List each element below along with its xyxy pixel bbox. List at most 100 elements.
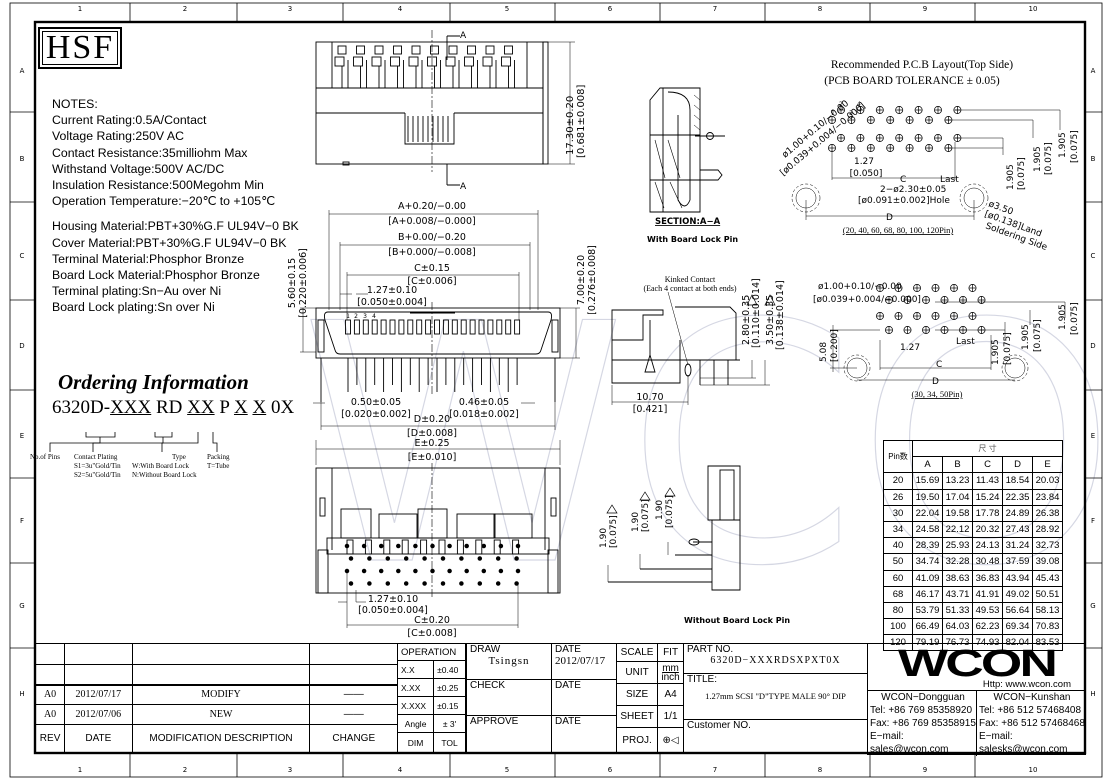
column-label: 5 <box>505 766 509 774</box>
column-label: 2 <box>183 5 187 13</box>
svg-text:[B+0.000/−0.008]: [B+0.000/−0.008] <box>388 247 475 258</box>
pin-count-cell: 26 <box>883 488 913 506</box>
svg-text:1.905: 1.905 <box>1058 304 1068 330</box>
svg-text:Last: Last <box>956 337 975 347</box>
row-label: H <box>19 690 24 698</box>
contact-slot <box>337 45 347 55</box>
dimension-cell: 49.53 <box>972 601 1003 620</box>
revision-table: A0 2012/07/17 MODIFY —— A0 2012/07/06 NE… <box>34 643 398 753</box>
column-label: 1 <box>78 766 82 774</box>
row-label: C <box>1091 252 1096 260</box>
note-item: Contact Resistance:35milliohm Max <box>52 145 248 160</box>
dimension-cell: 11.43 <box>972 472 1003 490</box>
contact <box>434 319 440 335</box>
column-label: 6 <box>608 766 613 774</box>
svg-text:D: D <box>932 377 939 387</box>
row-label: F <box>1091 517 1095 525</box>
dimension-cell: 43.94 <box>1002 569 1033 587</box>
svg-text:1.27±0.10: 1.27±0.10 <box>368 594 418 605</box>
svg-text:[D±0.008]: [D±0.008] <box>407 428 457 439</box>
column-header: C <box>972 456 1003 474</box>
row-label: E <box>20 432 24 440</box>
dimension-cell: 64.03 <box>942 618 973 636</box>
projection-icon: ⊕◁ <box>657 727 684 753</box>
contact-slot <box>393 45 402 55</box>
contact <box>362 319 369 335</box>
svg-text:Without Board Lock Pin: Without Board Lock Pin <box>684 616 790 625</box>
svg-text:[0.075]: [0.075] <box>1017 157 1027 190</box>
side-view <box>611 291 776 405</box>
svg-text:2: 2 <box>354 313 358 320</box>
svg-text:1: 1 <box>831 110 835 117</box>
row-label: D <box>19 342 24 350</box>
dimension-cell: 79.19 <box>912 634 943 652</box>
dimension-cell: 66.49 <box>912 618 943 636</box>
svg-text:[0.075]: [0.075] <box>1070 130 1080 163</box>
dimension-cell: 19.50 <box>912 488 943 506</box>
dimension-cell: 45.43 <box>1032 569 1063 587</box>
dimension-cell: 41.09 <box>912 569 943 587</box>
dimension-cell: 32.73 <box>1032 537 1063 555</box>
dimension-cell: 49.02 <box>1002 585 1033 603</box>
dimension-cell: 26.38 <box>1032 504 1063 522</box>
column-label: 8 <box>818 766 822 774</box>
pin-count-cell: 34 <box>883 520 913 539</box>
dimension-cell: 17.04 <box>942 488 973 506</box>
hsf-logo: HSF <box>38 27 122 69</box>
dimension-cell: 31.24 <box>1002 537 1033 555</box>
column-label: 10 <box>1029 766 1038 774</box>
svg-text:(PCB BOARD TOLERANCE ± 0.05): (PCB BOARD TOLERANCE ± 0.05) <box>824 75 1000 87</box>
svg-text:1.90: 1.90 <box>655 500 665 520</box>
svg-text:[0.075]: [0.075] <box>609 515 619 548</box>
svg-text:[0.020±0.002]: [0.020±0.002] <box>341 409 411 420</box>
svg-text:D: D <box>886 213 893 223</box>
front-view-labels: A+0.20/−0.00 [A+0.008/−0.000] B+0.00/−0.… <box>287 201 598 463</box>
pin-count-cell: 80 <box>883 601 913 620</box>
row-label: E <box>1091 432 1095 440</box>
contact-slot <box>485 45 495 55</box>
contact-slot <box>356 45 365 55</box>
note-item: Withstand Voltage:500V AC/DC <box>52 161 225 176</box>
svg-text:[0.421]: [0.421] <box>633 404 668 415</box>
dimension-cell: 41.91 <box>972 585 1003 603</box>
dimension-cell: 28.92 <box>1032 520 1063 539</box>
pin-count-cell: 40 <box>883 537 913 555</box>
contact <box>371 319 378 335</box>
size-header: 尺 寸 <box>912 439 1063 458</box>
front-view <box>300 210 580 465</box>
note-item: Terminal plating:Sn−Au over Ni <box>52 284 222 299</box>
dimension-cell: 24.89 <box>1002 504 1033 522</box>
dimension-cell: 22.35 <box>1002 488 1033 506</box>
pin-count-cell: 100 <box>883 618 913 636</box>
dimension-cell: 56.64 <box>1002 601 1033 620</box>
dimension-cell: 62.23 <box>972 618 1003 636</box>
note-item: Board Lock Material:Phosphor Bronze <box>52 268 260 283</box>
dimension-cell: 46.17 <box>912 585 943 603</box>
svg-text:10.70: 10.70 <box>636 392 663 403</box>
svg-text:C±0.15: C±0.15 <box>414 263 450 274</box>
column-header: D <box>1002 456 1033 474</box>
dimension-cell: 13.23 <box>942 472 973 490</box>
row-label: G <box>1090 602 1095 610</box>
dimension-cell: 38.63 <box>942 569 973 587</box>
column-label: 3 <box>288 5 292 13</box>
svg-text:3: 3 <box>363 313 367 320</box>
section-title: SECTION:A−A <box>655 217 721 227</box>
contact <box>398 319 405 335</box>
company-url[interactable]: Http: www.wcon.com <box>982 679 1071 690</box>
svg-text:2−ø2.30±0.05: 2−ø2.30±0.05 <box>880 185 946 195</box>
contact-slot <box>374 45 384 55</box>
dimension-cell: 22.12 <box>942 520 973 539</box>
contact <box>345 319 351 335</box>
svg-text:E±0.25: E±0.25 <box>414 438 449 449</box>
svg-text:7.00±0.20: 7.00±0.20 <box>576 255 587 305</box>
contact <box>505 319 512 335</box>
note-item: Current Rating:0.5A/Contact <box>52 113 207 128</box>
contact <box>451 319 458 335</box>
svg-text:[0.075]: [0.075] <box>1070 302 1080 335</box>
column-header: B <box>942 456 973 474</box>
row-label: B <box>20 155 25 163</box>
contact-slot <box>430 45 439 55</box>
